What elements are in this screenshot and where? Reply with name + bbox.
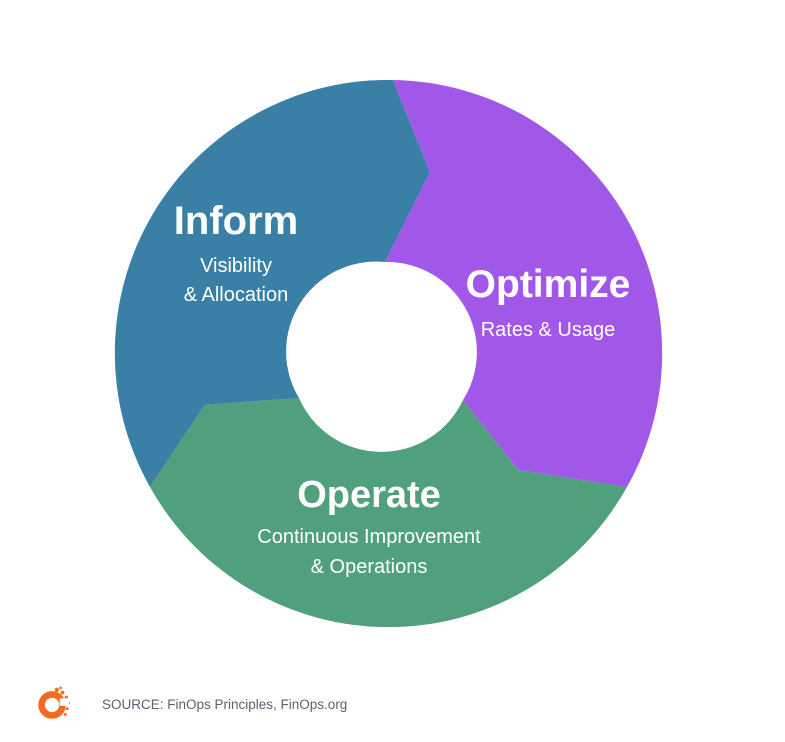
optimize-segment — [385, 80, 663, 487]
operate-segment — [150, 398, 627, 628]
inform-subtitle-line-1: Visibility — [200, 255, 272, 277]
source-citation: SOURCE: FinOps Principles, FinOps.org — [102, 696, 348, 712]
inform-segment — [114, 79, 430, 488]
operate-subtitle-line-2: & Operations — [311, 556, 428, 578]
footer: SOURCE: FinOps Principles, FinOps.org — [34, 684, 347, 724]
inform-title: Inform — [174, 199, 298, 243]
optimize-title: Optimize — [466, 263, 631, 306]
center-hole — [295, 262, 475, 442]
optimize-subtitle-line-1: Rates & Usage — [481, 319, 616, 341]
operate-title: Operate — [297, 474, 441, 516]
finops-logo-icon — [38, 686, 70, 719]
operate-subtitle-line-1: Continuous Improvement — [257, 526, 481, 548]
inform-subtitle-line-2: & Allocation — [184, 284, 289, 306]
